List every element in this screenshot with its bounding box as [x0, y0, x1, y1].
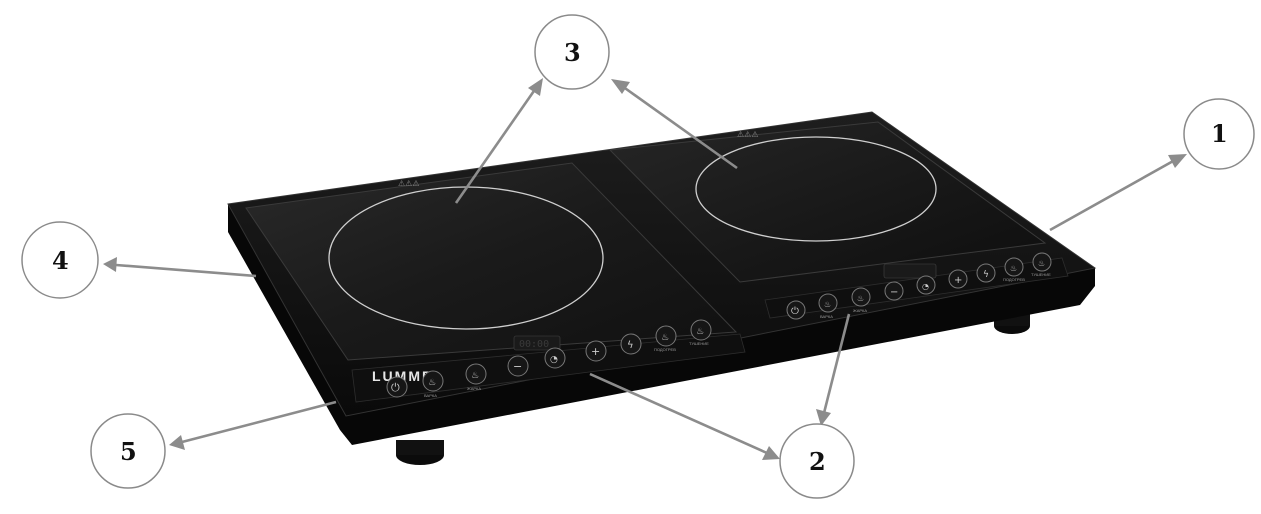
- right-fry-button[interactable]: ♨ ЖАРКА: [851, 287, 871, 313]
- lightning-icon: ϟ: [627, 340, 634, 351]
- callout-3-number: 3: [564, 38, 581, 67]
- warm-icon: ♨: [1010, 264, 1017, 273]
- right-plus-button[interactable]: +: [948, 269, 968, 289]
- svg-text:ВАРКА: ВАРКА: [820, 314, 833, 319]
- callout-4: 4: [21, 221, 99, 299]
- svg-text:ПОДОГРЕВ: ПОДОГРЕВ: [1003, 277, 1025, 282]
- arrowhead-3-left: [528, 78, 543, 96]
- plus-icon: +: [954, 275, 962, 286]
- power-icon: ⏻: [791, 306, 799, 317]
- right-control-panel: ⏻ ♨ ВАРКА ♨ ЖАРКА − ◔ +: [764, 252, 1069, 320]
- lightning-icon: ϟ: [983, 270, 989, 280]
- svg-text:ПОДОГРЕВ: ПОДОГРЕВ: [654, 347, 676, 352]
- stew-icon: ♨: [696, 327, 704, 337]
- right-warning-symbols: ⚠⚠⚠: [737, 130, 759, 139]
- arrowhead-2-left: [762, 446, 780, 460]
- arrowhead-4: [103, 257, 117, 272]
- right-stew-button[interactable]: ♨ ТУШЕНИЕ: [1031, 252, 1052, 277]
- left-display: [513, 335, 561, 351]
- plus-icon: +: [591, 345, 600, 358]
- arrowhead-3-right: [611, 79, 630, 94]
- left-fry-button[interactable]: ♨ ЖАРКА: [465, 363, 487, 391]
- right-power-button[interactable]: ⏻: [786, 300, 806, 320]
- callout-4-number: 4: [52, 246, 69, 275]
- arrowhead-1: [1168, 154, 1187, 168]
- callout-3: 3: [534, 14, 610, 90]
- minus-icon: −: [513, 360, 522, 373]
- arrow-2-right: [822, 313, 851, 414]
- svg-text:ЖАРКА: ЖАРКА: [467, 386, 481, 391]
- arrow-3-left: [454, 87, 538, 204]
- minus-icon: −: [890, 287, 898, 298]
- pot-icon: ♨: [428, 378, 436, 388]
- svg-text:ТУШЕНИЕ: ТУШЕНИЕ: [689, 341, 709, 346]
- callout-2: 2: [779, 423, 855, 499]
- arrowhead-5: [169, 435, 185, 450]
- arrow-3-right: [621, 84, 738, 170]
- left-warning-symbols: ⚠⚠⚠: [398, 179, 420, 188]
- callout-5: 5: [90, 413, 166, 489]
- left-timer-button[interactable]: ◔: [544, 347, 566, 369]
- timer-icon: ◔: [550, 355, 558, 365]
- left-boil-button[interactable]: ♨ ВАРКА: [422, 370, 444, 398]
- induction-cooktop: ⚠⚠⚠ ⚠⚠⚠ LUMME 00:00 ⏻ ♨ ВАРКА ♨ ЖАРКА: [227, 111, 1097, 465]
- callout-1-number: 1: [1211, 119, 1228, 148]
- right-display: [883, 263, 937, 279]
- arrowhead-2-right: [816, 409, 831, 426]
- right-minus-button[interactable]: −: [884, 281, 904, 301]
- svg-text:ВАРКА: ВАРКА: [424, 393, 437, 398]
- callout-arrows: [103, 78, 1187, 460]
- pot-icon: ♨: [824, 300, 831, 309]
- foot-front-left-body: [396, 440, 444, 455]
- left-plus-button[interactable]: +: [585, 340, 607, 362]
- right-boil-button[interactable]: ♨ ВАРКА: [818, 293, 838, 319]
- arrow-5: [181, 400, 337, 444]
- left-power-button[interactable]: ⏻: [386, 376, 408, 398]
- right-timer-button[interactable]: ◔: [916, 275, 936, 295]
- left-warm-button[interactable]: ♨ ПОДОГРЕВ: [654, 325, 677, 352]
- left-glass-plate: [245, 162, 738, 361]
- warm-icon: ♨: [661, 333, 669, 343]
- left-boost-button[interactable]: ϟ: [620, 333, 642, 355]
- left-stew-button[interactable]: ♨ ТУШЕНИЕ: [689, 319, 712, 346]
- timer-icon: ◔: [922, 282, 929, 291]
- right-boost-button[interactable]: ϟ: [976, 263, 996, 283]
- pan-icon: ♨: [471, 371, 479, 381]
- right-warm-button[interactable]: ♨ ПОДОГРЕВ: [1003, 257, 1025, 282]
- left-control-panel: LUMME 00:00 ⏻ ♨ ВАРКА ♨ ЖАРКА −: [351, 319, 746, 403]
- brand-logo: LUMME: [372, 368, 433, 384]
- stew-icon: ♨: [1038, 259, 1045, 268]
- power-icon: ⏻: [391, 381, 400, 394]
- right-glass-plate: [608, 121, 1047, 283]
- arrow-1: [1049, 158, 1176, 232]
- arrow-4: [115, 263, 257, 278]
- pan-icon: ♨: [857, 294, 864, 303]
- right-cooking-zone-ring: [695, 136, 937, 242]
- left-display-text: 00:00: [519, 339, 549, 350]
- svg-text:ТУШЕНИЕ: ТУШЕНИЕ: [1031, 272, 1051, 277]
- left-minus-button[interactable]: −: [507, 355, 529, 377]
- svg-text:ЖАРКА: ЖАРКА: [853, 308, 867, 313]
- callout-1: 1: [1183, 98, 1255, 170]
- arrow-2-left: [589, 372, 768, 455]
- callout-5-number: 5: [120, 437, 137, 466]
- callout-2-number: 2: [809, 447, 826, 476]
